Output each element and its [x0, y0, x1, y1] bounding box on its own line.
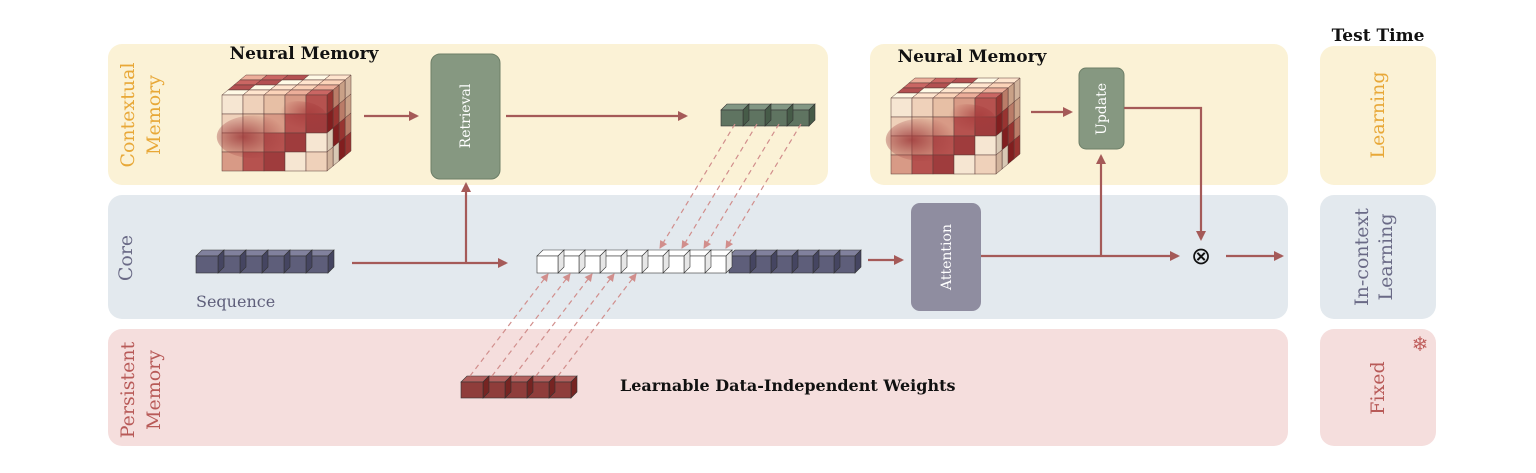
retrieved-token [786, 103, 816, 127]
side-learning-box [1320, 46, 1436, 185]
snowflake-icon: ❄ [1412, 332, 1429, 356]
retrieved-token [764, 103, 794, 127]
dashed-persistent-connector [513, 273, 593, 377]
persistent-label-line2: Memory [143, 350, 165, 430]
side-in-context-box [1320, 195, 1436, 319]
combined-sequence-token [791, 249, 820, 274]
right-neural-memory-title: Neural Memory [898, 47, 1048, 67]
left-memory-cell [305, 146, 334, 172]
attention-box [911, 203, 981, 311]
flow-arrows [352, 106, 1284, 268]
side-learning-label: Learning [1367, 72, 1389, 159]
persistent-memory-band [108, 329, 1288, 446]
persistent-weight-token [460, 375, 490, 399]
side-in-context-label-line1: In-context [1351, 208, 1373, 306]
dashed-connectors [469, 123, 802, 377]
combined-sequence-tokens [536, 249, 862, 274]
sequence-tokens [195, 249, 335, 274]
dashed-retrieved-connector [703, 123, 780, 249]
left-memory-heat-glow [216, 115, 291, 159]
contextual-label-line2: Memory [143, 75, 165, 155]
retrieved-token [720, 103, 750, 127]
dashed-persistent-connector [535, 273, 615, 377]
right-memory-cell [890, 92, 919, 118]
right-memory-cell [974, 149, 1003, 175]
test-time-title: Test Time [1332, 26, 1425, 46]
dashed-persistent-connector [557, 273, 637, 377]
core-label: Core [115, 235, 137, 281]
sequence-token [195, 249, 225, 274]
left-memory-cell [305, 127, 334, 153]
dashed-retrieved-connector [681, 123, 758, 249]
combined-sequence-token [728, 249, 757, 274]
contextual-label-line1: Contextual [117, 62, 139, 167]
persistent-weight-tokens [460, 375, 578, 399]
right-memory-heat-glow [937, 104, 996, 138]
side-in-context-label-line2: Learning [1375, 214, 1397, 301]
dashed-persistent-connector [469, 273, 549, 377]
left-memory-cell [284, 151, 307, 172]
side-fixed-label: Fixed [1367, 361, 1389, 414]
persistent-label-line1: Persistent [117, 341, 139, 438]
combine-operator-icon: ⊗ [1191, 242, 1211, 270]
left-neural-memory-title: Neural Memory [230, 44, 380, 64]
retrieval-label: Retrieval [458, 83, 474, 148]
retrieved-tokens [720, 103, 816, 127]
update-label: Update [1094, 83, 1110, 135]
left-memory-cell [242, 89, 271, 115]
combined-placeholder-token [536, 249, 565, 274]
dashed-retrieved-connector [659, 123, 736, 249]
right-memory-heat-glow [885, 118, 960, 162]
dashed-persistent-connector [491, 273, 571, 377]
persistent-weights-label: Learnable Data-Independent Weights [620, 376, 955, 395]
arrow-update-to-combine [1124, 106, 1206, 241]
left-neural-memory-cube [216, 74, 352, 172]
right-neural-memory-cube [885, 77, 1021, 175]
right-memory-cell [974, 130, 1003, 156]
left-memory-heat-glow [268, 101, 327, 135]
side-fixed-box [1320, 329, 1436, 446]
right-memory-cell [953, 154, 976, 175]
attention-label: Attention [939, 224, 955, 291]
dashed-retrieved-connector [725, 123, 802, 249]
sequence-label: Sequence [196, 292, 275, 311]
retrieval-box [430, 53, 501, 180]
